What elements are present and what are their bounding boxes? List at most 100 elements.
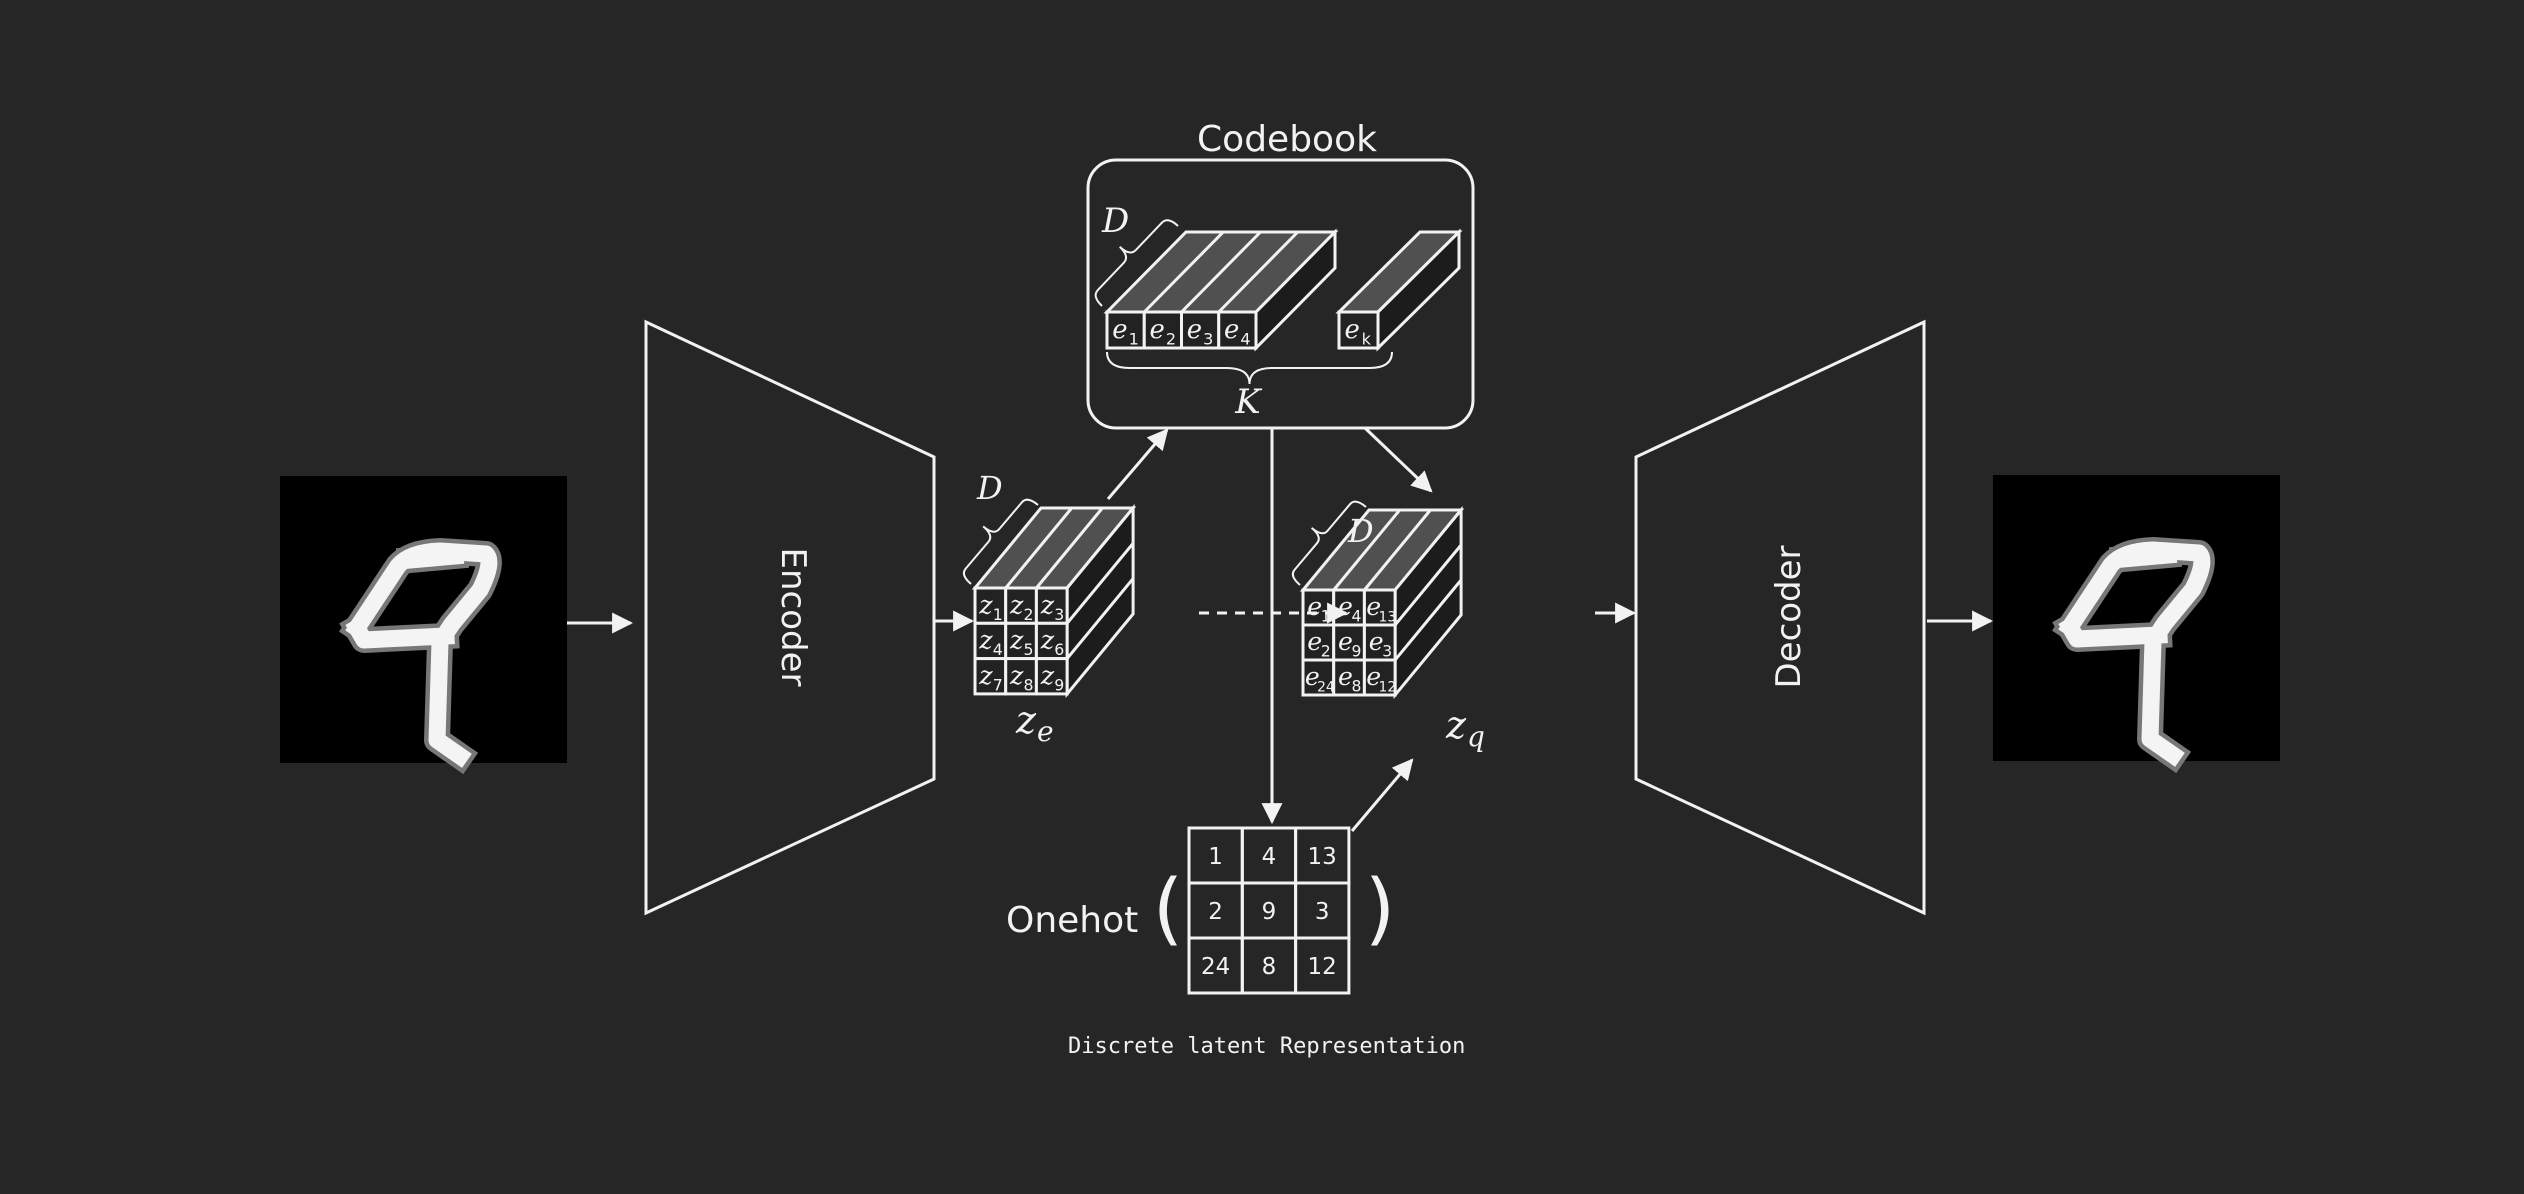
index-value: 1 — [1208, 844, 1223, 870]
discrete-latent-caption: Discrete latent Representation — [1068, 1034, 1465, 1059]
z-q-cell-symbol: e — [1366, 662, 1381, 691]
codebook-title: Codebook — [1197, 119, 1377, 160]
z-q-cell-subscript: 9 — [1352, 643, 1362, 661]
codebook-vector-cell-subscript: 4 — [1240, 329, 1250, 348]
z-q-cell-box — [1332, 658, 1366, 697]
index-value: 9 — [1262, 899, 1277, 925]
z-e-cell-symbol: z — [1009, 589, 1024, 619]
z-q-cell-subscript: 2 — [1321, 643, 1331, 661]
z-q-cell-symbol: e — [1338, 627, 1353, 656]
z-q-cell-symbol: e — [1366, 592, 1381, 621]
z-e-cell-symbol: z — [978, 589, 993, 619]
codebook-vector-cell-symbol: e — [1224, 315, 1239, 345]
codebook-vector-k-cell-symbol: e — [1344, 315, 1359, 345]
z-q-cell-symbol: e — [1307, 627, 1322, 656]
z-q-cell: e12 — [1362, 658, 1397, 697]
z-e-cell-symbol: z — [1040, 589, 1055, 619]
arrow-ze-to-codebook — [1106, 428, 1169, 500]
codebook-vector-top-divider — [1143, 230, 1225, 314]
z-e-cell-symbol: z — [978, 660, 993, 690]
z-e-dim-label: D — [976, 469, 1003, 507]
z-e-cell-subscript: 9 — [1054, 675, 1064, 694]
codebook-vector-k-cell-box — [1337, 310, 1380, 350]
open-paren: ( — [1153, 864, 1183, 954]
z-q-cell: e3 — [1362, 623, 1397, 662]
close-paren: ) — [1365, 864, 1395, 954]
z-e-top-divider — [1035, 507, 1104, 589]
z-q-cell-subscript: 1 — [1321, 608, 1331, 626]
z-e-label: z — [1015, 698, 1037, 742]
codebook-vector-cell-symbol: e — [1187, 315, 1202, 345]
z-e-cell-subscript: 1 — [993, 605, 1003, 624]
codebook-vector-k-cell-subscript: k — [1362, 329, 1372, 348]
arrow-indices-to-zq — [1350, 758, 1414, 832]
z-q-label-sub: q — [1467, 720, 1485, 753]
codebook-vector-cell-subscript: 1 — [1129, 329, 1139, 348]
index-value: 8 — [1262, 954, 1277, 980]
z-e-side-divider — [1065, 577, 1135, 660]
codebook-vector-top-divider — [1217, 230, 1299, 314]
reconstructed-image — [1993, 475, 2280, 774]
z-q-cell: e9 — [1332, 623, 1366, 662]
codebook-vector-cell-box — [1180, 310, 1221, 350]
codebook-vector-cell-symbol: e — [1149, 315, 1164, 345]
index-value: 3 — [1315, 899, 1330, 925]
z-q-cell-subscript: 4 — [1352, 608, 1362, 626]
z-q-cell: e2 — [1301, 623, 1336, 662]
z-q-dim-label: D — [1347, 512, 1374, 550]
arrow-codebook-to-zq — [1363, 426, 1433, 493]
decoder-block: Decoder — [1634, 319, 1926, 916]
z-e-side-divider — [1065, 542, 1135, 625]
z-e-cell-subscript: 4 — [993, 640, 1003, 659]
encoder-label: Encoder — [773, 547, 813, 686]
index-value: 12 — [1308, 954, 1337, 980]
z-q-cell-subscript: 8 — [1352, 678, 1362, 696]
codebook-vector-cell-subscript: 2 — [1166, 329, 1176, 348]
z-e-cell-symbol: z — [1009, 625, 1024, 655]
z-q-side-divider — [1393, 579, 1463, 661]
z-q-dim-brace — [1291, 500, 1367, 586]
z-q-cell-subscript: 12 — [1379, 680, 1397, 696]
z-q-cell: e13 — [1362, 588, 1397, 627]
z-e-cell-subscript: 3 — [1054, 605, 1064, 624]
z-q-cell-subscript: 3 — [1382, 643, 1392, 661]
z-e-cell-subscript: 5 — [1024, 640, 1034, 659]
z-q-top-divider — [1363, 509, 1432, 591]
z-e-cell-box — [1034, 657, 1069, 696]
z-e-cell-subscript: 7 — [993, 675, 1003, 694]
digit-stroke — [345, 542, 498, 768]
codebook-vector-cell-box — [1217, 310, 1258, 350]
z-q-side-divider — [1393, 544, 1463, 626]
index-value: 13 — [1308, 844, 1337, 870]
digit-nine-output — [2051, 537, 2215, 774]
z-q-cell: e4 — [1332, 588, 1366, 627]
codebook-dim-label: D — [1101, 201, 1129, 241]
z-e-label-sub: e — [1037, 715, 1054, 748]
codebook-vector-cell-symbol: e — [1112, 315, 1127, 345]
arrows — [567, 426, 1994, 832]
z-e-top-divider — [1004, 507, 1073, 589]
z-q-cell-box — [1301, 658, 1336, 697]
z-q-cell: e1 — [1301, 588, 1336, 627]
encoder-block: Encoder — [644, 319, 936, 916]
digit-stroke — [2058, 541, 2211, 767]
z-q-cell-symbol: e — [1369, 627, 1384, 656]
z-e-cell-box — [973, 621, 1008, 661]
codebook-vector-top-divider — [1180, 230, 1262, 314]
z-q-cell-subscript: 24 — [1317, 680, 1335, 696]
input-image — [280, 476, 567, 775]
z-e-cell-symbol: z — [1040, 625, 1055, 655]
